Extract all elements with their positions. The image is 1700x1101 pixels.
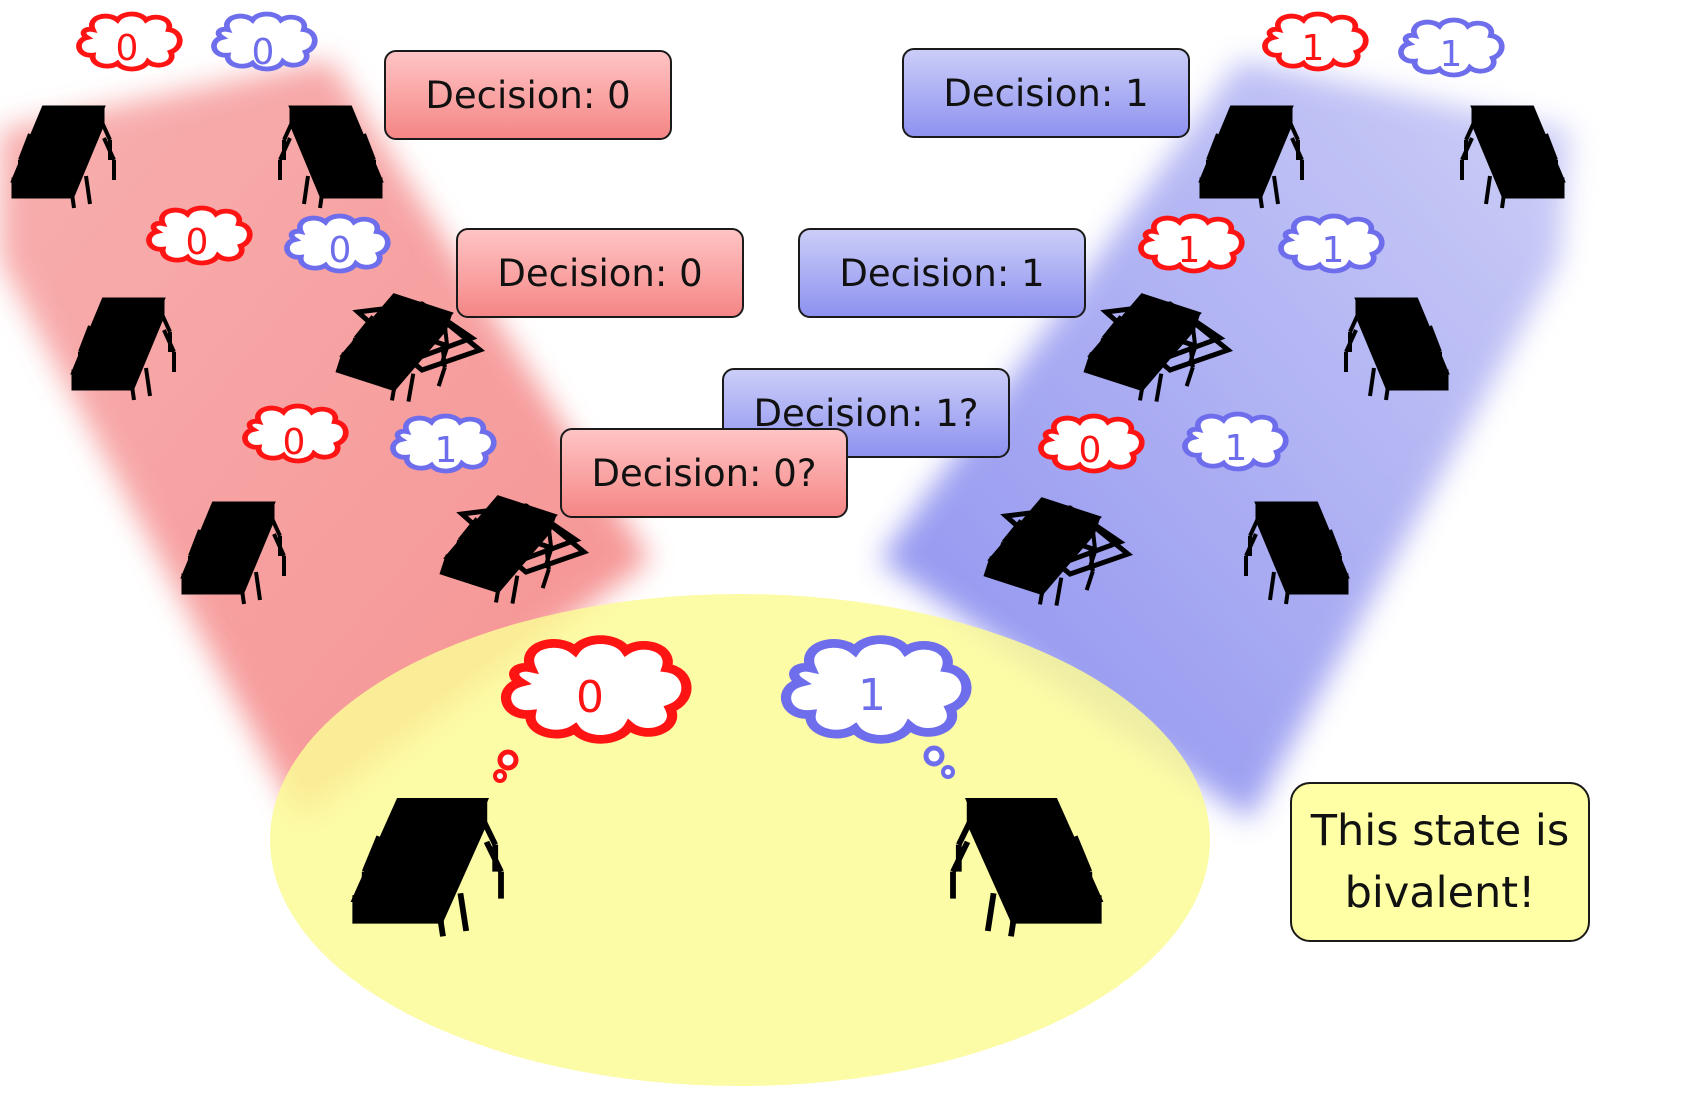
decision-1-label: Decision: 1	[902, 48, 1190, 138]
cloud-value: 0	[576, 672, 604, 723]
decision-0-label: Decision: 0	[384, 50, 672, 140]
cloud-value: 1	[1440, 34, 1463, 75]
bivalent-region	[270, 594, 1210, 1086]
crashed-chip-icon	[983, 491, 1134, 617]
cloud-value: 1	[435, 430, 458, 471]
bivalent-callout: This state is bivalent!	[1290, 782, 1590, 942]
decision-0-uncertain-label: Decision: 0?	[560, 428, 848, 518]
cloud-value: 1	[1322, 230, 1345, 271]
cloud-value: 0	[116, 28, 139, 69]
cloud-value: 0	[186, 222, 209, 263]
cloud-value: 0	[283, 422, 306, 463]
cloud-value: 0	[1079, 430, 1102, 471]
crashed-chip-icon	[1083, 287, 1234, 413]
cloud-value: 0	[329, 230, 352, 271]
decision-1-label: Decision: 1	[798, 228, 1086, 318]
crashed-chip-icon	[439, 489, 590, 615]
cloud-value: 1	[1178, 230, 1201, 271]
cloud-value: 1	[858, 670, 886, 721]
bivalent-line-2: bivalent!	[1344, 868, 1536, 918]
bivalent-line-1: This state is	[1310, 806, 1570, 856]
cloud-value: 0	[252, 32, 275, 73]
crashed-chip-icon	[335, 287, 486, 413]
cloud-value: 1	[1302, 28, 1325, 69]
cloud-value: 1	[1225, 428, 1248, 469]
decision-0-label: Decision: 0	[456, 228, 744, 318]
